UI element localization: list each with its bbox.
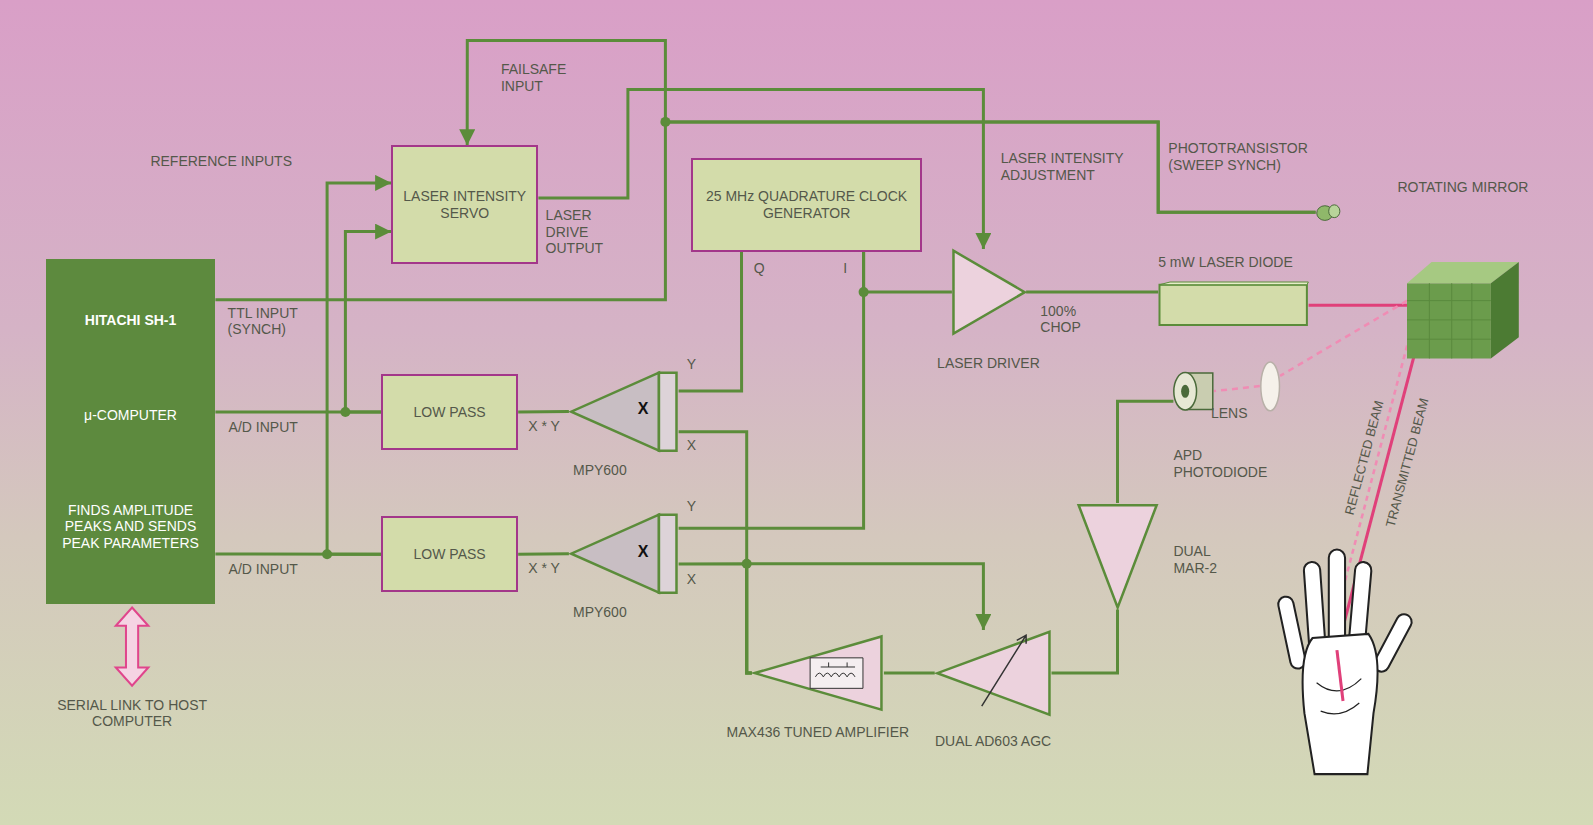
laser-diode-shape [1158,282,1308,328]
node-label: ROTATING MIRROR [1397,179,1529,196]
signal-label: X * Y [528,560,569,577]
signal-wire [215,122,1315,300]
junction-dot [859,287,869,297]
beam-spot [1337,650,1343,701]
signal-wire [679,252,864,528]
apd-photodiode: APD PHOTODIODE [1173,371,1214,412]
laser-diode: 5 mW LASER DIODE [1158,282,1308,328]
signal-label: TRANSMITTED BEAM [1380,387,1434,538]
node-label: LASER DRIVER [897,355,1080,372]
node-label: 5 mW LASER DIODE [1158,254,1341,271]
signal-label: SERIAL LINK TO HOST COMPUTER [36,697,229,730]
multiplier: XMPY600 [569,371,679,452]
tuned-amplifier: MAX436 TUNED AMPLIFIER [752,635,884,711]
mar2-amplifier: DUAL MAR-2 [1077,503,1158,610]
signal-label: REFLECTED BEAM [1337,382,1391,533]
node-label: DUAL AD603 AGC [935,733,1052,750]
lens: LENS [1260,361,1280,412]
rotating-mirror: ROTATING MIRROR [1407,262,1519,359]
apd-photodiode-shape [1173,371,1214,412]
junction-dot [742,559,752,569]
multiplier-shape [569,371,679,452]
node-label: μ-COMPUTER [84,407,177,424]
multiplier: XMPY600 [569,513,679,594]
signal-wire [1026,291,1158,294]
phototransistor-shape [1316,203,1341,221]
mar2-amplifier-shape [1077,503,1158,610]
signal-wire [1052,610,1118,674]
signal-label: I [843,260,855,277]
node-label: LOW PASS [414,404,486,421]
low-pass-box: LOW PASS [381,374,518,450]
transmitted-beam [1337,317,1424,650]
signal-label: TTL INPUT (SYNCH) [228,305,301,338]
node-label: LOW PASS [414,546,486,563]
signal-label: X * Y [528,418,569,435]
signal-label: X [687,571,701,588]
signal-label: A/D INPUT [229,419,300,436]
signal-label: REFERENCE INPUTS [150,153,328,170]
junction-dot [340,407,350,417]
multiplier-shape [569,513,679,594]
lens-shape [1260,361,1280,412]
node-label: MPY600 [573,604,654,621]
signal-label: LASER DRIVE OUTPUT [546,207,621,257]
node-label: MPY600 [573,462,654,479]
clock-generator-box: 25 MHz QUADRATURE CLOCK GENERATOR [691,158,923,253]
junction-dot [322,549,332,559]
signal-wire [518,552,569,556]
node-label: DUAL MAR-2 [1173,543,1244,576]
microcomputer-box: HITACHI SH-1 μ-COMPUTER FINDS AMPLITUDE PE… [46,259,216,604]
signal-label: A/D INPUT [229,561,300,578]
junction-dot [660,117,670,127]
tuned-amplifier-shape [752,635,884,711]
node-label: MAX436 TUNED AMPLIFIER [726,724,909,741]
signal-label: FAILSAFE INPUT [501,61,587,94]
signal-label: Q [754,260,768,277]
agc-amplifier-shape [935,630,1052,716]
laser-driver-shape [952,249,1026,335]
node-label: FINDS AMPLITUDE PEAKS AND SENDS PEAK PAR… [56,502,206,552]
servo-box: LASER INTENSITY SERVO [391,145,538,264]
multiply-sign: X [632,400,654,419]
signal-wire [679,252,742,391]
node-label: 25 MHz QUADRATURE CLOCK GENERATOR [699,188,915,221]
node-label: LASER INTENSITY SERVO [399,188,530,221]
serial-link-arrow [116,608,149,686]
laser-driver: LASER DRIVER [952,249,1026,335]
node-label: PHOTOTRANSISTOR (SWEEP SYNCH) [1168,140,1341,173]
signal-wire [679,564,752,673]
signal-wire [327,183,391,554]
agc-amplifier: DUAL AD603 AGC [935,630,1052,716]
signal-wire [1118,401,1174,503]
low-pass-box: LOW PASS [381,516,518,592]
multiply-sign: X [632,543,654,562]
node-label: LENS [1211,405,1257,422]
signal-wire [884,672,935,675]
laser-beam [1214,386,1260,391]
hand [1277,550,1414,775]
edge-label: 100% CHOP [1040,303,1101,336]
node-label: HITACHI SH-1 [85,312,177,329]
signal-wire [864,252,952,292]
signal-wire [679,432,752,673]
edge-label: LASER INTENSITY ADJUSTMENT [1001,150,1138,183]
phototransistor: PHOTOTRANSISTOR (SWEEP SYNCH) [1316,203,1341,221]
signal-label: Y [687,356,701,373]
signal-wire [518,410,569,414]
node-label: APD PHOTODIODE [1173,447,1285,480]
laser-beam [1309,304,1408,307]
signal-label: X [687,437,701,454]
signal-label: Y [687,498,701,515]
rotating-mirror-shape [1407,262,1519,359]
